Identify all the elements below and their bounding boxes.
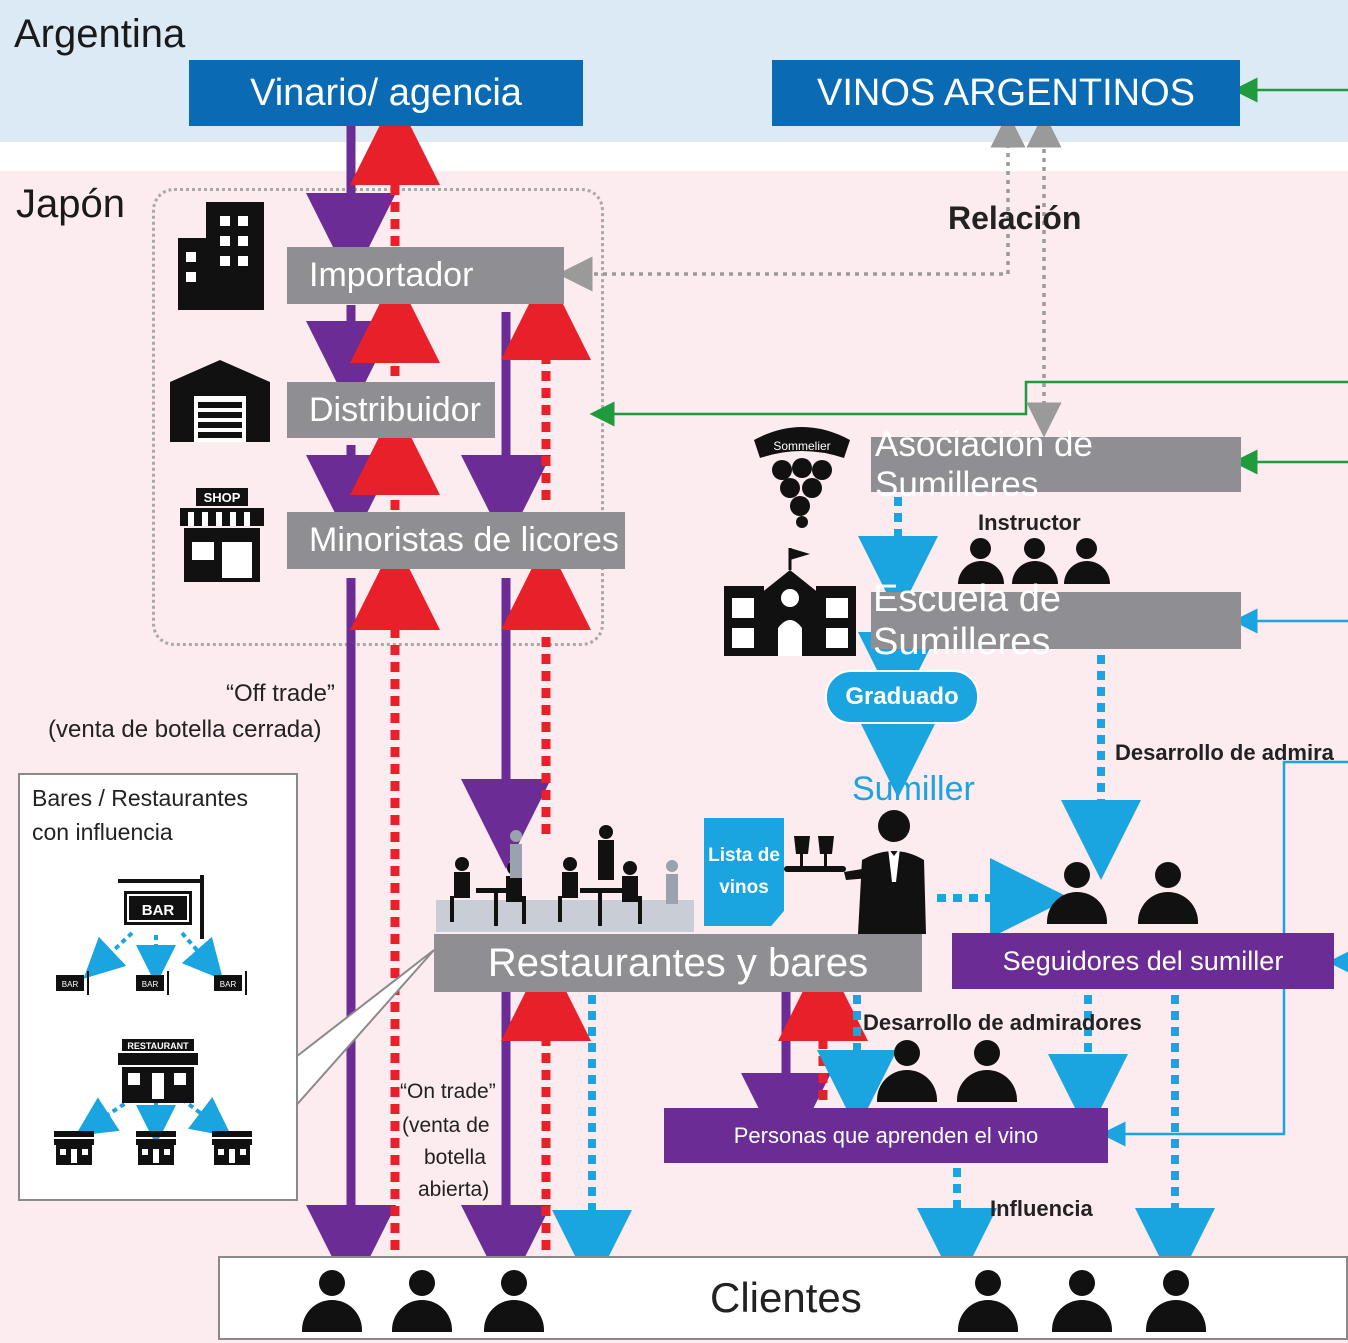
relacion-label: Relación (948, 200, 1082, 236)
vinos-argentinos-box: VINOS ARGENTINOS (772, 60, 1240, 126)
desarrollo-admiradores-label: Desarrollo de admiradores (863, 1010, 1142, 1035)
cliente-person-icon (1146, 1270, 1206, 1332)
bares-influencia-panel: Bares / Restaurantes con influencia BAR … (18, 773, 298, 1201)
cliente-person-icon (392, 1270, 452, 1332)
diners-icon (436, 822, 694, 932)
seguidores-box: Seguidores del sumiller (952, 933, 1334, 989)
svg-text:BAR: BAR (142, 980, 159, 989)
restaurantes-bares-box: Restaurantes y bares (434, 934, 922, 992)
personas-aprenden-box: Personas que aprenden el vino (664, 1108, 1108, 1163)
instructor-person-icon (958, 538, 1004, 584)
small-restaurant-icon (54, 1131, 94, 1165)
region-argentina: Argentina (14, 12, 186, 56)
instructor-person-icon (1064, 538, 1110, 584)
small-bar-icon: BAR (136, 971, 170, 995)
waiter-icon (784, 808, 926, 934)
on-trade-desc-1: (venta de (402, 1114, 490, 1137)
asociacion-box: Asociación de Sumilleres (871, 425, 1241, 504)
bar-sign-text: BAR (142, 902, 175, 919)
small-restaurant-icon (136, 1131, 176, 1165)
feedback-arrows (350, 95, 868, 1250)
region-japan: Japón (16, 182, 125, 226)
small-bar-icon: BAR (56, 971, 90, 995)
sommelier-badge-text: Sommelier (773, 439, 830, 453)
shop-icon: SHOP (178, 486, 266, 582)
relation-arrows (557, 112, 1062, 438)
cliente-person-icon (958, 1270, 1018, 1332)
off-trade-label: “Off trade” (226, 680, 335, 707)
on-trade-desc-3: abierta) (418, 1178, 490, 1201)
bares-panel-subtitle: con influencia (32, 819, 173, 845)
svg-text:BAR: BAR (62, 980, 79, 989)
importador-box: Importador (287, 247, 564, 304)
cliente-person-icon (484, 1270, 544, 1332)
instructor-label: Instructor (978, 510, 1081, 535)
clientes-box: Clientes (218, 1256, 1348, 1340)
on-trade-desc-2: botella (424, 1146, 486, 1169)
sumiller-label: Sumiller (852, 770, 975, 808)
sommelier-grapes-icon: Sommelier (752, 420, 852, 528)
on-trade-label: “On trade” (400, 1080, 496, 1103)
lista-de-vinos-card: Lista de vinos (704, 818, 784, 926)
bares-panel-title: Bares / Restaurantes (32, 785, 249, 811)
small-bar-icon: BAR (214, 971, 248, 995)
school-icon (722, 546, 858, 656)
svg-text:BAR: BAR (220, 980, 237, 989)
bar-sign-icon: BAR (116, 873, 212, 939)
cliente-person-icon (302, 1270, 362, 1332)
small-restaurant-icon (212, 1131, 252, 1165)
seguidor-person-icon (1047, 862, 1107, 924)
bar-branch-arrows (75, 931, 232, 1145)
restaurant-sign-text: RESTAURANT (127, 1041, 189, 1051)
admirador-person-icon (877, 1040, 937, 1102)
seguidor-person-icon (1138, 862, 1198, 924)
clientes-label: Clientes (710, 1274, 862, 1321)
influencia-label: Influencia (990, 1196, 1093, 1221)
off-trade-desc: (venta de botella cerrada) (48, 716, 322, 743)
green-line-arrows (589, 77, 1348, 475)
escuela-box: Escuela de Sumilleres (871, 578, 1241, 663)
minoristas-box: Minoristas de licores (287, 512, 625, 569)
warehouse-icon (170, 360, 270, 442)
instructor-person-icon (1012, 538, 1058, 584)
vinario-agencia-box: Vinario/ agencia (189, 60, 583, 126)
shop-sign-text: SHOP (204, 490, 241, 505)
distribuidor-box: Distribuidor (287, 382, 495, 438)
cliente-person-icon (1052, 1270, 1112, 1332)
admirador-person-icon (957, 1040, 1017, 1102)
graduado-pill: Graduado (825, 670, 979, 724)
building-icon (176, 200, 266, 310)
desarrollo-admira-label: Desarrollo de admira (1115, 740, 1334, 765)
restaurant-icon: RESTAURANT (118, 1039, 198, 1103)
